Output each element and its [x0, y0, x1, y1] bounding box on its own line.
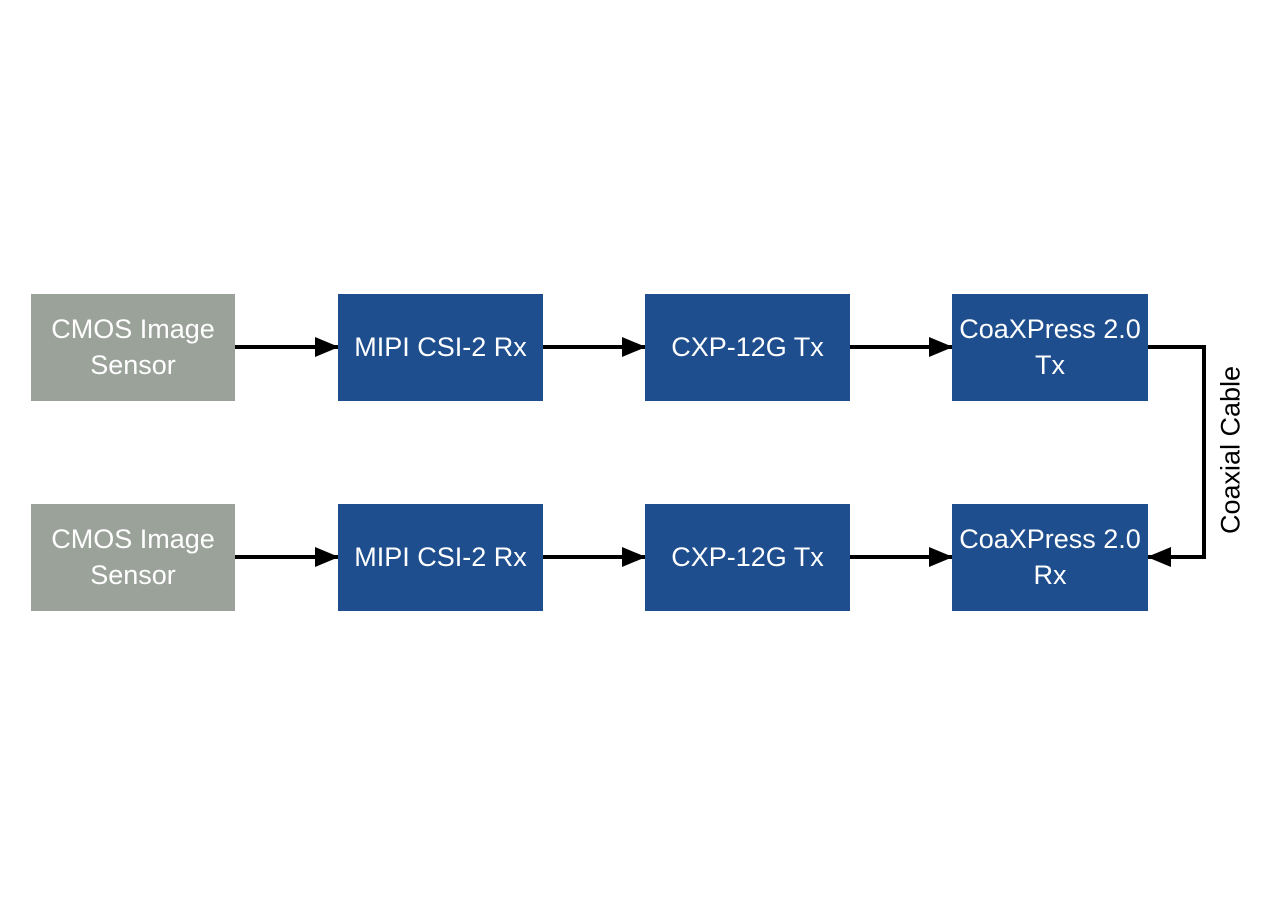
block-label-line: MIPI CSI-2 Rx: [354, 331, 527, 362]
block-label-line: CoaXPress 2.0: [959, 313, 1141, 344]
block-label-line: CMOS Image: [51, 523, 215, 554]
block-label-line: CoaXPress 2.0: [959, 523, 1141, 554]
coaxial-cable-connector: [1147, 345, 1206, 567]
block-label-line: Sensor: [90, 349, 176, 380]
block-mipi-csi2-rx-row1: MIPI CSI-2 Rx: [338, 294, 543, 401]
coaxial-cable-label: Coaxial Cable: [1215, 365, 1246, 535]
block-cmos-sensor-row2: CMOS Image Sensor: [31, 504, 235, 611]
block-label-line: Tx: [1035, 349, 1065, 380]
block-label-line: Rx: [1033, 559, 1067, 590]
block-label-line: Sensor: [90, 559, 176, 590]
block-label-line: MIPI CSI-2 Rx: [354, 541, 527, 572]
block-label-line: CMOS Image: [51, 313, 215, 344]
block-cmos-sensor-row1: CMOS Image Sensor: [31, 294, 235, 401]
block-label-line: CXP-12G Tx: [671, 331, 824, 362]
block-label-line: CXP-12G Tx: [671, 541, 824, 572]
block-coaxpress20-tx: CoaXPress 2.0 Tx: [952, 294, 1148, 401]
block-coaxpress20-rx: CoaXPress 2.0 Rx: [952, 504, 1148, 611]
block-cxp12g-tx-row2: CXP-12G Tx: [645, 504, 850, 611]
block-mipi-csi2-rx-row2: MIPI CSI-2 Rx: [338, 504, 543, 611]
block-cxp12g-tx-row1: CXP-12G Tx: [645, 294, 850, 401]
